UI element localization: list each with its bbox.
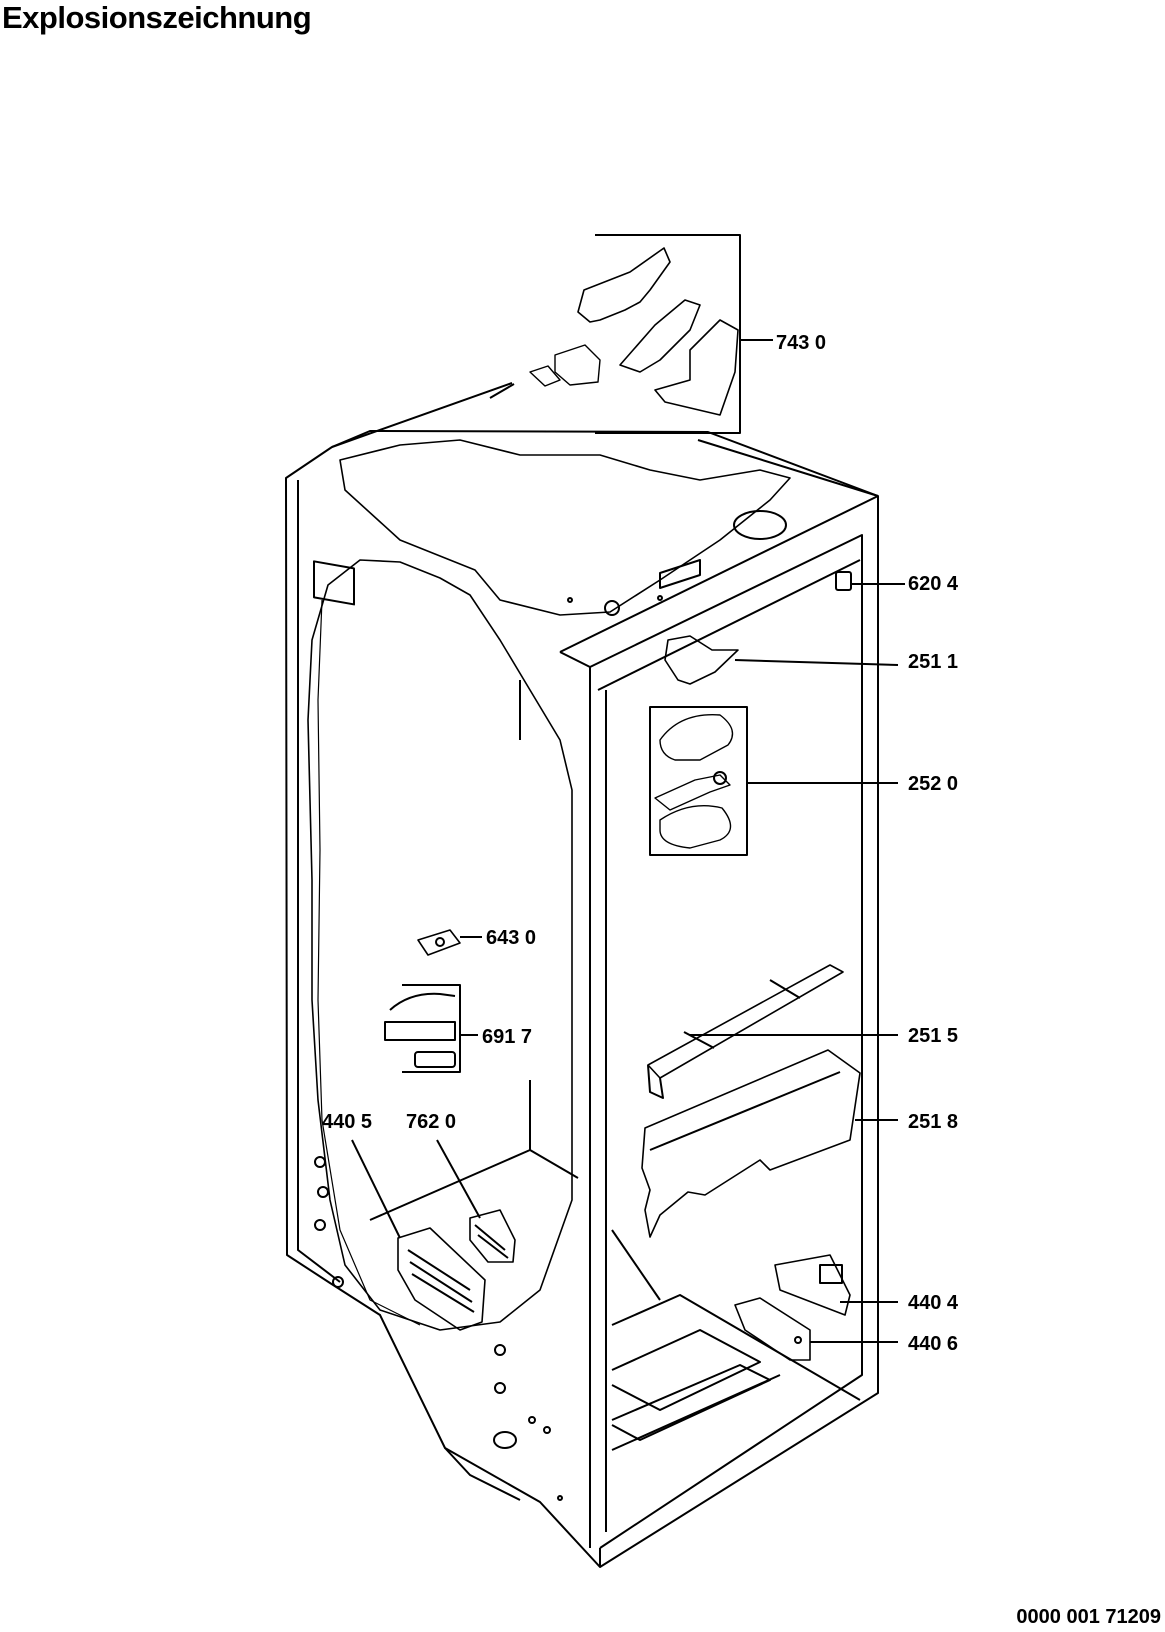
part-691-7-set: [384, 984, 478, 1073]
part-252-0-lamp-set: [649, 706, 898, 856]
part-label-440-4: 440 4: [908, 1292, 959, 1314]
part-251-8-shelf-support: [641, 1049, 898, 1238]
part-643-0-plate: [417, 929, 482, 956]
bottom-tray: [611, 1229, 861, 1451]
part-label-440-5: 440 5: [322, 1111, 372, 1133]
part-620-4-clip: [835, 571, 905, 591]
part-label-251-8: 251 8: [908, 1111, 958, 1133]
page-title: Explosionszeichnung: [2, 0, 312, 35]
top-cover: [313, 439, 791, 616]
part-label-251-1: 251 1: [908, 651, 958, 673]
part-label-440-6: 440 6: [908, 1333, 958, 1355]
part-440-6-plate: [734, 1297, 898, 1361]
part-label-252-0: 252 0: [908, 773, 958, 795]
part-762-0-filter: [436, 1139, 516, 1263]
part-label-251-5: 251 5: [908, 1025, 958, 1047]
part-440-5-grille: [351, 1139, 486, 1331]
part-743-0-assembly: [489, 234, 773, 434]
part-251-5-rail: [647, 964, 898, 1099]
part-label-620-4: 620 4: [908, 573, 959, 595]
inner-liner: [307, 559, 579, 1501]
part-440-4-bracket: [774, 1254, 898, 1316]
document-number: 0000 001 71209: [1016, 1606, 1161, 1628]
part-label-691-7: 691 7: [482, 1026, 532, 1048]
part-label-643-0: 643 0: [486, 927, 536, 949]
part-label-762-0: 762 0: [406, 1111, 456, 1133]
cabinet-shell: [285, 382, 879, 1568]
part-251-1-lamp-cover: [664, 635, 899, 685]
part-label-743-0: 743 0: [776, 332, 826, 354]
